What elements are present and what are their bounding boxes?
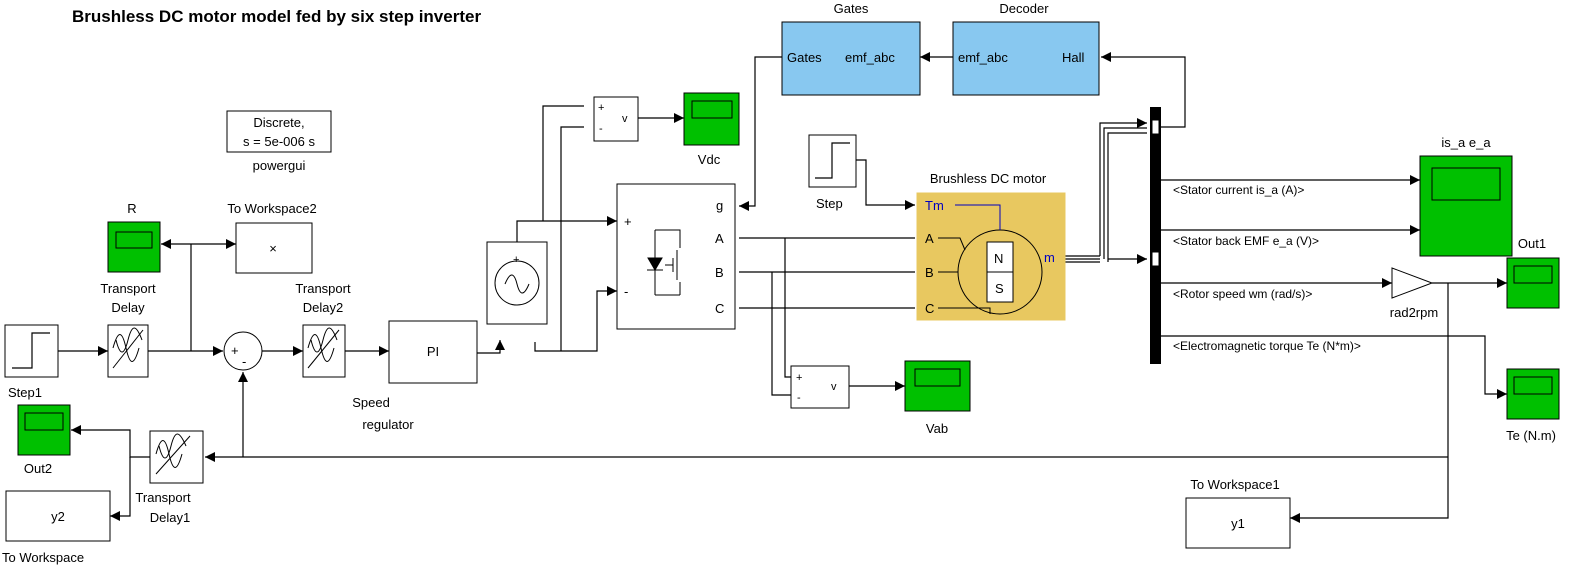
vm-vab-minus: - <box>797 392 801 404</box>
scope-out2-name: Out2 <box>24 461 52 476</box>
scope-isa-ea[interactable]: is_a e_a <box>1419 135 1513 257</box>
bus-signal-torque: <Electromagnetic torque Te (N*m)> <box>1173 339 1361 353</box>
motor-name: Brushless DC motor <box>930 171 1047 186</box>
motor-b: B <box>925 265 934 280</box>
transport-delay2-name2: Delay2 <box>303 300 343 315</box>
step1-name: Step1 <box>8 385 42 400</box>
decoder-in-label: Hall <box>1062 50 1085 65</box>
sum-plus: + <box>231 343 239 358</box>
scope-out2[interactable]: Out2 <box>17 404 71 476</box>
to-workspace2-name: To Workspace2 <box>227 201 316 216</box>
transport-delay-block[interactable]: Transport Delay <box>100 281 156 378</box>
powergui-name: powergui <box>253 158 306 173</box>
scope-r[interactable]: R <box>107 201 161 273</box>
scope-isa-name: is_a e_a <box>1441 135 1491 150</box>
vm-vdc-plus: + <box>598 102 604 114</box>
scope-vab-name: Vab <box>926 421 948 436</box>
scope-r-name: R <box>127 201 136 216</box>
gates-out-label: Gates <box>787 50 822 65</box>
to-workspace1-name: To Workspace1 <box>1190 477 1279 492</box>
powergui-line1: Discrete, <box>253 115 304 130</box>
to-workspace1-text: y1 <box>1231 516 1245 531</box>
gates-subsystem[interactable]: Gates Gates emf_abc <box>781 1 921 96</box>
powergui-line2: s = 5e-006 s <box>243 134 315 149</box>
scope-vdc-name: Vdc <box>698 152 721 167</box>
gates-in-label: emf_abc <box>845 50 895 65</box>
pi-name2: regulator <box>362 417 414 432</box>
decoder-out-label: emf_abc <box>958 50 1008 65</box>
bus-signal-labels: <Stator current is_a (A)> <Stator back E… <box>1173 183 1361 353</box>
motor-n: N <box>994 251 1003 266</box>
transport-delay1-block[interactable]: Transport Delay1 <box>135 430 204 525</box>
transport-delay-name1: Transport <box>100 281 156 296</box>
scope-te[interactable]: Te (N.m) <box>1506 368 1560 443</box>
scope-vab[interactable]: Vab <box>904 360 971 436</box>
bus-signal-rotor-speed: <Rotor speed wm (rad/s)> <box>1173 287 1312 301</box>
pi-speed-regulator[interactable]: PI Speed regulator <box>352 320 478 432</box>
transport-delay2-name1: Transport <box>295 281 351 296</box>
to-workspace2-text: × <box>269 241 277 256</box>
inverter-plus: + <box>624 214 632 229</box>
vm-vdc-v: v <box>622 113 628 125</box>
six-step-inverter[interactable]: g + - A B C <box>616 183 736 330</box>
step-block[interactable]: Step <box>808 134 857 211</box>
motor-a: A <box>925 231 934 246</box>
wires <box>58 52 1507 523</box>
transport-delay1-name2: Delay1 <box>150 510 190 525</box>
bus-signal-stator-current: <Stator current is_a (A)> <box>1173 183 1304 197</box>
vm-vab-v: v <box>831 381 837 393</box>
inverter-b: B <box>715 265 724 280</box>
to-workspace2-block[interactable]: To Workspace2 × <box>227 201 317 274</box>
to-workspace-text: y2 <box>51 509 65 524</box>
motor-m: m <box>1044 250 1055 265</box>
powergui-block[interactable]: Discrete, s = 5e-006 s powergui <box>226 110 332 173</box>
step-name: Step <box>816 196 843 211</box>
rad2rpm-name: rad2rpm <box>1390 305 1438 320</box>
transport-delay-name2: Delay <box>111 300 145 315</box>
scope-vdc[interactable]: Vdc <box>683 92 740 167</box>
pi-name1: Speed <box>352 395 390 410</box>
inverter-minus: - <box>624 284 628 299</box>
inverter-a: A <box>715 231 724 246</box>
vm-vab-plus: + <box>796 372 802 384</box>
inverter-c: C <box>715 301 724 316</box>
rad2rpm-gain[interactable]: rad2rpm <box>1390 267 1438 320</box>
bus-selector[interactable] <box>1150 107 1161 364</box>
sum-block[interactable]: + - <box>223 331 263 371</box>
to-workspace-block[interactable]: y2 To Workspace <box>2 490 111 565</box>
motor-tm: Tm <box>925 198 944 213</box>
voltage-measurement-vab[interactable]: + - v <box>790 365 850 409</box>
motor-s: S <box>995 281 1004 296</box>
decoder-title: Decoder <box>999 1 1049 16</box>
scope-out1-name: Out1 <box>1518 236 1546 251</box>
igbt-symbol <box>647 229 681 296</box>
voltage-measurement-vdc[interactable]: + - v <box>593 96 639 142</box>
dc-source-plus: + <box>513 254 519 266</box>
inverter-g: g <box>716 198 723 213</box>
bus-signal-back-emf: <Stator back EMF e_a (V)> <box>1173 234 1319 248</box>
decoder-subsystem[interactable]: Decoder emf_abc Hall <box>952 1 1100 96</box>
dc-voltage-source[interactable]: + <box>486 241 548 325</box>
gates-title: Gates <box>834 1 869 16</box>
sum-minus: - <box>242 354 246 369</box>
transport-delay1-name1: Transport <box>135 490 191 505</box>
diagram-title: Brushless DC motor model fed by six step… <box>72 7 481 26</box>
scope-te-name: Te (N.m) <box>1506 428 1556 443</box>
scope-out1[interactable]: Out1 <box>1506 236 1560 309</box>
vm-vdc-minus: - <box>599 123 603 135</box>
transport-delay2-block[interactable]: Transport Delay2 <box>295 281 351 378</box>
to-workspace-name: To Workspace <box>2 550 84 565</box>
motor-c: C <box>925 301 934 316</box>
to-workspace1-block[interactable]: To Workspace1 y1 <box>1185 477 1291 549</box>
pi-text: PI <box>427 344 439 359</box>
brushless-dc-motor[interactable]: Brushless DC motor N S Tm A B C m <box>916 171 1066 321</box>
step1-block[interactable]: Step1 <box>4 324 59 400</box>
